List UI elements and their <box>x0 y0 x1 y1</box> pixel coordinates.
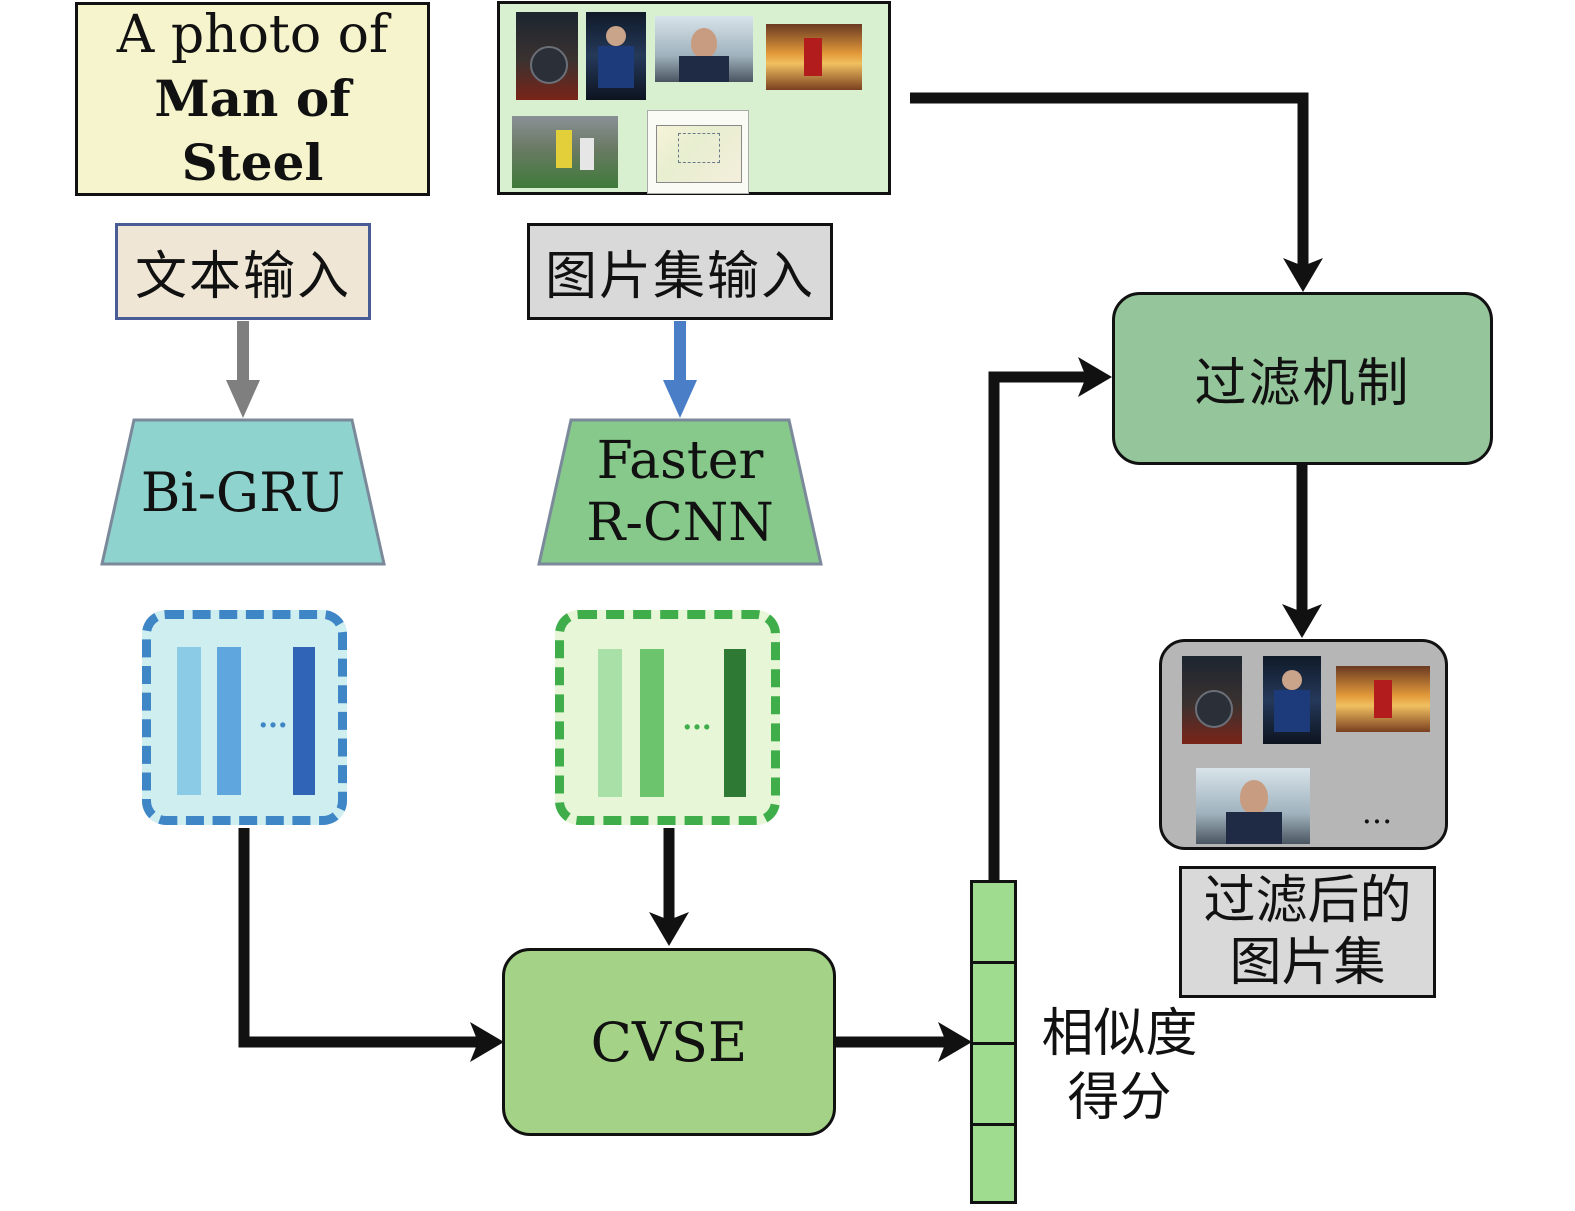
arrow-text-features-to-cvse <box>238 828 490 1048</box>
filtered-thumbnail-portrait <box>1196 768 1310 844</box>
filtered-set-label: 过滤后的 图片集 <box>1179 866 1436 998</box>
faster-rcnn-label: Faster R-CNN <box>537 418 823 566</box>
similarity-label-line1: 相似度 <box>1041 1004 1198 1064</box>
text-input-label: 文本输入 <box>115 223 371 320</box>
arrow-images-to-filter <box>910 92 1309 276</box>
image-thumbnail-poster-1 <box>516 12 578 100</box>
arrow-score-to-filter <box>988 371 1096 880</box>
image-thumbnail-map <box>647 110 749 194</box>
image-set-panel <box>497 1 891 195</box>
similarity-label: 相似度 得分 <box>1032 1002 1207 1134</box>
bigru-shape <box>100 418 386 566</box>
text-feature-bar-3 <box>293 647 315 795</box>
cvse-module: CVSE <box>502 948 836 1136</box>
faster-rcnn-encoder: Faster R-CNN <box>537 418 823 566</box>
filtered-thumbnail-poster-1 <box>1182 656 1242 744</box>
faster-rcnn-shape <box>537 418 823 566</box>
image-thumbnail-poster-2 <box>586 12 646 100</box>
text-feature-bar-1 <box>177 647 201 795</box>
image-feature-bar-2 <box>640 649 664 797</box>
filtered-thumbnail-sunset <box>1336 666 1430 732</box>
filter-mechanism: 过滤机制 <box>1112 292 1493 465</box>
text-input-box: A photo of Man of Steel <box>75 2 430 196</box>
bigru-label: Bi-GRU <box>140 460 346 524</box>
filtered-thumbnail-poster-2 <box>1263 656 1321 744</box>
text-input-line1: A photo of <box>116 5 389 65</box>
image-thumbnail-sunset <box>766 24 862 90</box>
image-feature-bar-3 <box>724 649 746 797</box>
image-feature-bar-1 <box>598 649 622 797</box>
text-feature-dots: ... <box>258 700 288 734</box>
filtered-ellipsis: ... <box>1361 793 1393 831</box>
score-cell-divider-1 <box>973 961 1014 964</box>
filtered-label-line1: 过滤后的 <box>1203 871 1412 931</box>
text-feature-bar-2 <box>217 647 241 795</box>
score-cell-divider-3 <box>973 1123 1014 1126</box>
image-thumbnail-portrait <box>655 16 753 82</box>
image-feature-dots: ... <box>682 702 712 736</box>
image-input-label: 图片集输入 <box>527 223 833 320</box>
filtered-label-line2: 图片集 <box>1229 933 1386 993</box>
arrow-image-to-rcnn <box>663 321 697 418</box>
text-input-line2: Man of Steel <box>154 69 351 192</box>
faster-rcnn-line2: R-CNN <box>586 493 774 553</box>
faster-rcnn-line1: Faster <box>596 431 764 491</box>
bigru-encoder: Bi-GRU <box>100 418 386 566</box>
text-feature-vectors: ... <box>142 610 347 825</box>
similarity-score-vector <box>970 880 1017 1204</box>
arrow-text-to-bigru <box>226 321 260 418</box>
image-feature-vectors: ... <box>555 610 780 825</box>
image-thumbnail-football <box>512 116 618 188</box>
similarity-label-line2: 得分 <box>1067 1068 1172 1128</box>
filtered-image-panel: ... <box>1159 639 1448 850</box>
score-cell-divider-2 <box>973 1042 1014 1045</box>
